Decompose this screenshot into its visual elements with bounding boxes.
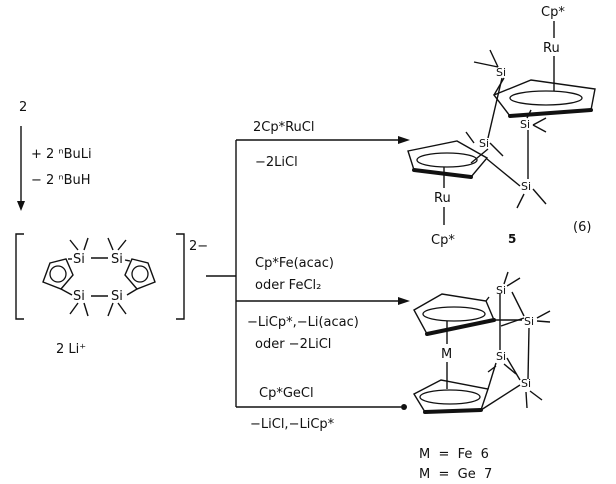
dianion-charge: 2− bbox=[189, 239, 208, 254]
si-atom-label: Si bbox=[111, 252, 123, 267]
reaction-arrows bbox=[206, 136, 410, 410]
si-atom-label: Si bbox=[479, 137, 489, 150]
counterion-label: 2 Li⁺ bbox=[56, 342, 86, 357]
lower-cp-ring bbox=[413, 379, 489, 413]
bottom-arrow-reagent: Cp*GeCl bbox=[259, 386, 314, 401]
upper-cp-ring bbox=[413, 293, 495, 335]
start-compound-number: 2 bbox=[19, 100, 27, 115]
product-6-7-structure: M Si Si Si Si bbox=[413, 271, 551, 414]
equation-number: (6) bbox=[573, 220, 591, 235]
si-atom-label: Si bbox=[496, 350, 506, 363]
lower-cp-ring bbox=[407, 140, 489, 178]
upper-cp-ring bbox=[492, 79, 596, 117]
cp-star-label: Cp* bbox=[541, 5, 565, 20]
legend-line-ge: M = Ge 7 bbox=[419, 467, 492, 482]
top-arrow-byproduct: −2LiCl bbox=[255, 155, 298, 170]
si-atom-label: Si bbox=[496, 284, 506, 297]
si-atom-label: Si bbox=[524, 315, 534, 328]
middle-arrow-reagent-2: oder FeCl₂ bbox=[255, 278, 321, 293]
si-atom-label: Si bbox=[520, 118, 530, 131]
middle-arrow-byproduct-2: oder −2LiCl bbox=[255, 337, 331, 352]
legend-line-fe: M = Fe 6 bbox=[419, 447, 489, 462]
si-atom-label: Si bbox=[521, 180, 531, 193]
ruthenium-label: Ru bbox=[434, 191, 451, 206]
bottom-arrow-byproduct: −LiCl,−LiCp* bbox=[250, 417, 335, 432]
metal-label: M bbox=[441, 347, 452, 362]
right-cp-ring bbox=[124, 258, 156, 290]
product-number-5: 5 bbox=[508, 232, 516, 246]
product-5-structure: Cp* Ru Ru Cp* 5 Si Si Si Si bbox=[407, 5, 596, 248]
middle-arrow-reagent-1: Cp*Fe(acac) bbox=[255, 256, 334, 271]
si-atom-label: Si bbox=[111, 289, 123, 304]
si-atom-label: Si bbox=[521, 377, 531, 390]
si-atom-label: Si bbox=[496, 66, 506, 79]
dianion-structure: 2− Si Si Si Si bbox=[15, 233, 208, 320]
cp-star-label: Cp* bbox=[431, 233, 455, 248]
left-cp-ring bbox=[42, 258, 74, 290]
left-square-bracket bbox=[15, 233, 24, 320]
ruthenium-label: Ru bbox=[543, 41, 560, 56]
middle-arrow-byproduct-1: −LiCp*,−Li(acac) bbox=[247, 315, 359, 330]
si-atom-label: Si bbox=[73, 289, 85, 304]
right-square-bracket bbox=[176, 233, 185, 320]
reagent-add-line: + 2 ⁿBuLi bbox=[31, 147, 92, 162]
reagent-remove-line: − 2 ⁿBuH bbox=[31, 173, 91, 188]
top-arrow-reagent: 2Cp*RuCl bbox=[253, 120, 314, 135]
downward-arrowhead bbox=[17, 201, 25, 211]
si-atom-label: Si bbox=[73, 252, 85, 267]
